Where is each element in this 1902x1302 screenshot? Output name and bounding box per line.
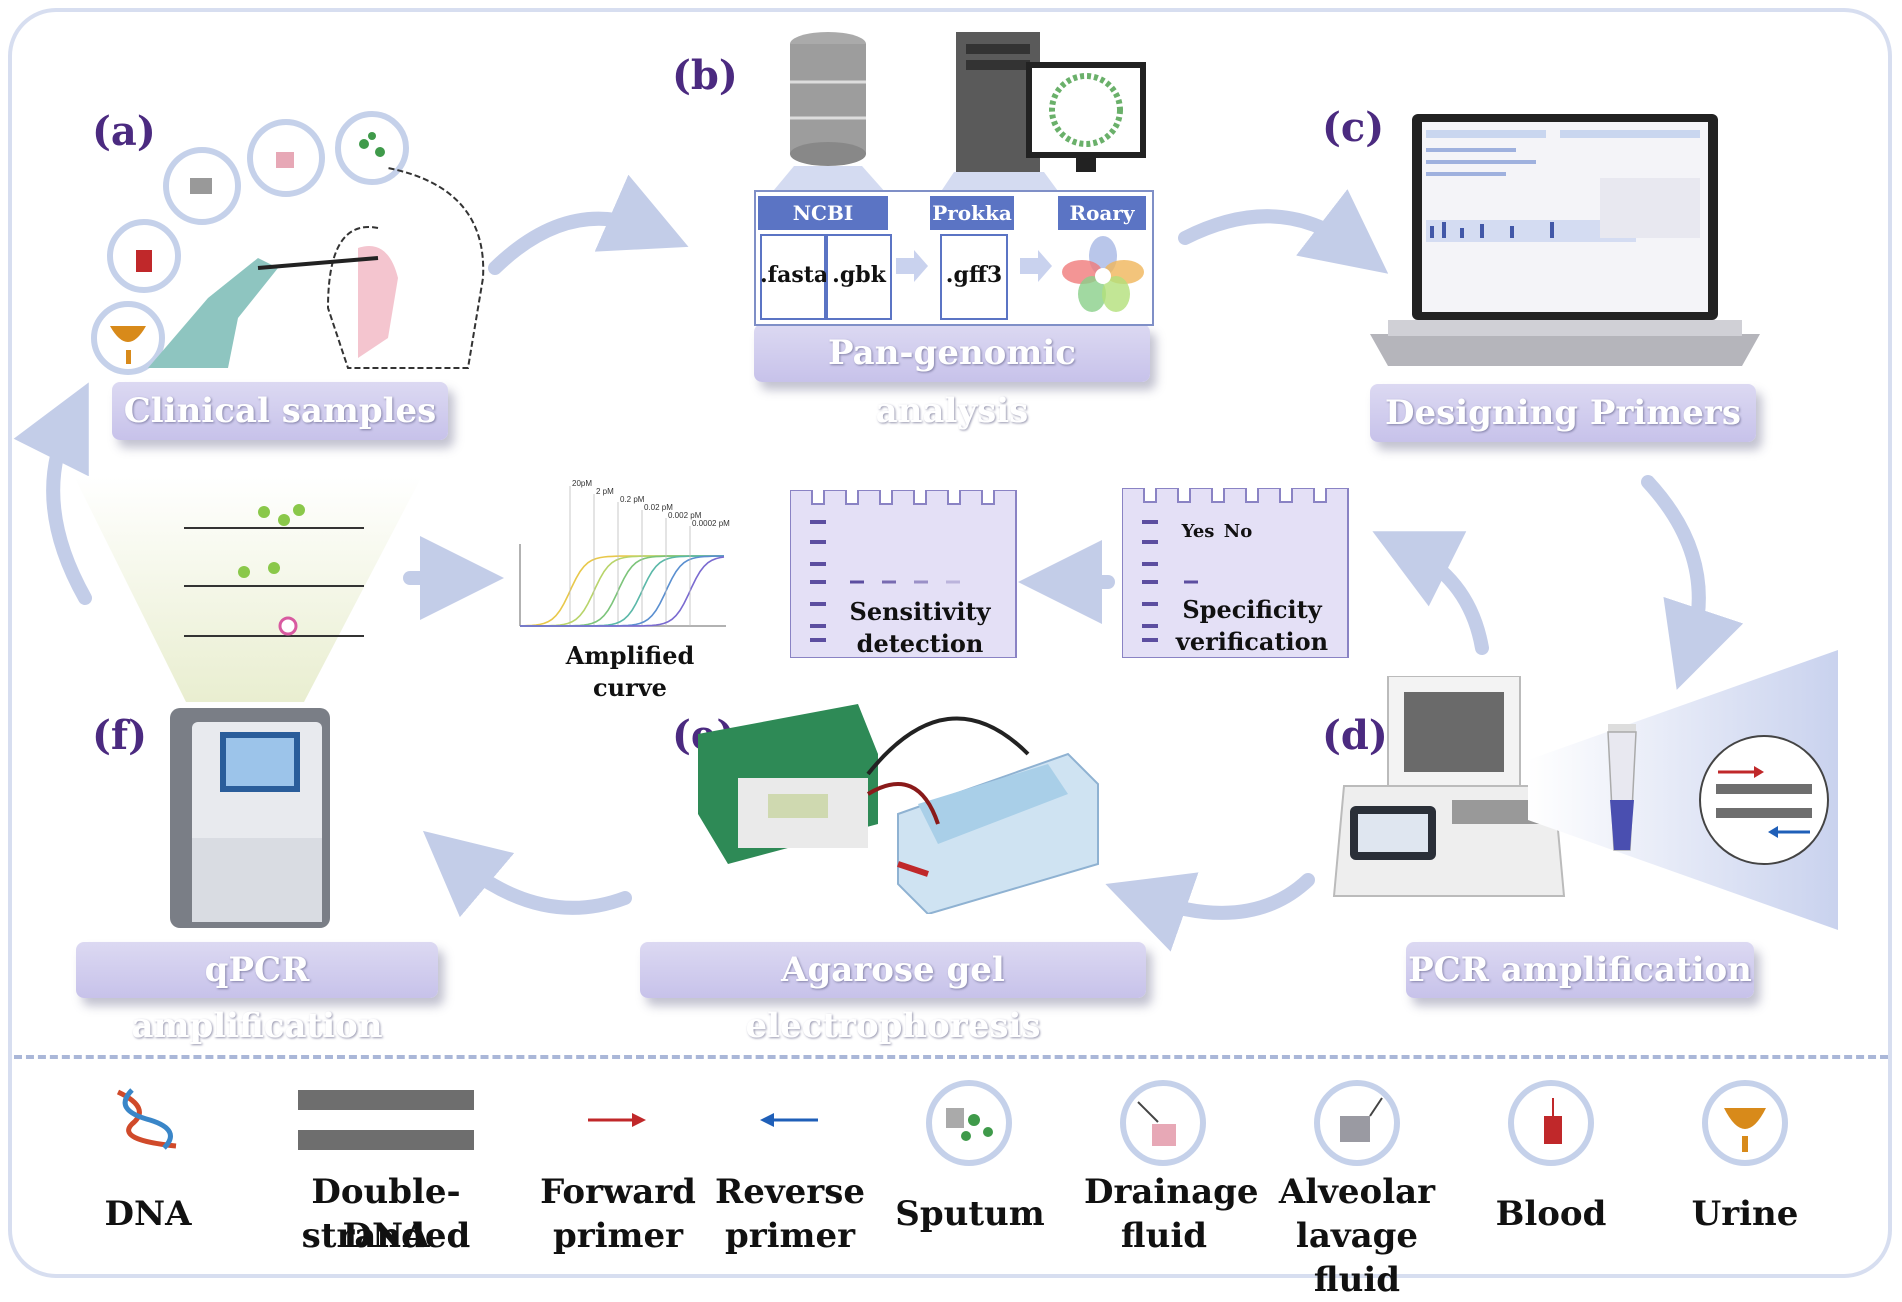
ncbi-label: NCBI: [758, 196, 888, 230]
double-stranded-dna-icon: [298, 1090, 474, 1150]
gff3-label: .gff3: [945, 262, 1003, 288]
pcr-tube-icon: [1607, 724, 1637, 851]
specificity-verification-line2: verification: [1175, 627, 1329, 656]
panel-letter-b: (b): [672, 52, 738, 99]
legend-drainage-line1: Drainage: [1084, 1172, 1259, 1212]
sensitivity-detection-line1: Sensitivity: [849, 597, 991, 626]
sputum-icon: [926, 1080, 1012, 1166]
specificity-gel: [1122, 488, 1349, 658]
amplification-curve-line: [519, 555, 724, 627]
gff3-file-icon: [940, 234, 1008, 320]
arrow-a-to-b: [488, 174, 689, 275]
blood-icon: [1508, 1080, 1594, 1166]
drainage-fluid-icon: [1120, 1080, 1206, 1166]
arrow-right-icon: [896, 250, 928, 282]
legend-divider: [14, 1055, 1888, 1059]
monitor-icon: [1026, 62, 1146, 172]
panel-letter-d: (d): [1322, 712, 1388, 759]
concentration-label: 2 pM: [596, 487, 614, 496]
tube-magnifier-illustration: [1528, 650, 1838, 930]
clinical-samples-label: Clinical samples: [112, 382, 448, 440]
concentration-label: 0.2 pM: [620, 495, 645, 504]
panel-letter-f: (f): [92, 712, 148, 759]
fasta-label: .fasta: [760, 262, 829, 288]
qpcr-schematic-funnel: [74, 476, 422, 702]
arrow-e-to-f: [422, 830, 632, 918]
roary-label: Roary: [1058, 196, 1146, 230]
alveolar-lavage-fluid-icon: [1314, 1080, 1400, 1166]
concentration-label: 20pM: [572, 479, 592, 488]
sensitivity-gel: [790, 490, 1017, 658]
designing-primers-label: Designing Primers: [1370, 384, 1756, 442]
legend-sputum-label: Sputum: [895, 1194, 1045, 1234]
gel-tank-icon: [897, 752, 1099, 914]
amplification-curve-line: [520, 556, 725, 627]
urine-icon: [1702, 1080, 1788, 1166]
figure-frame: [8, 8, 1892, 1278]
qpcr-amplification-label: qPCR amplification: [76, 942, 438, 1046]
concentration-label: 0.0002 pM: [692, 519, 730, 528]
arrow-b-to-c: [1178, 189, 1389, 274]
legend-blood-label: Blood: [1495, 1194, 1607, 1234]
forward-primer-icon: [588, 1113, 646, 1127]
arrow-d-to-specificity: [1372, 531, 1489, 655]
amplification-curve-chart: 20pM 2 pM 0.2 pM0.02 pM0.002 pM0.0002 pM: [519, 479, 730, 627]
fasta-file-icon: [760, 234, 826, 320]
power-supply-icon: [698, 704, 878, 864]
laptop-primer-software: [1370, 114, 1760, 366]
arrow-right-icon: [1020, 250, 1052, 282]
legend-forward-primer-line2: primer: [552, 1216, 684, 1256]
pan-genomic-analysis-label: Pan-genomic analysis: [754, 324, 1150, 431]
pcr-amplification-label: PCR amplification: [1406, 942, 1754, 998]
clinical-samples-illustration: [91, 111, 485, 375]
arrow-d-to-e: [1105, 872, 1315, 952]
legend-urine-label: Urine: [1691, 1194, 1799, 1234]
specificity-yes-label: Yes: [1181, 521, 1215, 542]
legend-double-stranded-line1: Double-stranded: [301, 1172, 471, 1256]
legend-reverse-primer-line1: Reverse: [715, 1172, 865, 1212]
legend-drainage-line2: fluid: [1120, 1216, 1208, 1256]
gbk-file-icon: [826, 234, 892, 320]
electrophoresis-illustration: [698, 704, 1099, 914]
legend-alveolar-line1: Alveolar: [1278, 1172, 1436, 1212]
amplified-curve-caption: Amplified curve: [565, 641, 695, 702]
arrow-c-to-d: [1641, 475, 1744, 690]
venn-diagram-icon: [1062, 236, 1144, 312]
legend-dna-label: DNA: [104, 1194, 192, 1234]
legend-double-stranded-line2: DNA: [342, 1216, 430, 1256]
database-icon: [790, 32, 866, 166]
qpcr-instrument-illustration: [170, 708, 330, 928]
specificity-no-label: No: [1223, 521, 1253, 542]
legend-alveolar-line2: lavage fluid: [1295, 1216, 1419, 1300]
pcr-thermocycler-illustration: [1332, 676, 1566, 897]
sensitivity-detection-line2: detection: [856, 629, 984, 658]
legend-forward-primer-line1: Forward: [540, 1172, 696, 1212]
legend-reverse-primer-line2: primer: [724, 1216, 856, 1256]
dna-icon: [116, 1088, 177, 1150]
prokka-label: Prokka: [930, 196, 1014, 230]
database-and-computer-illustration: [774, 32, 1146, 202]
amplification-curve-line: [520, 555, 724, 627]
sample-bubble-sputum-icon: [335, 111, 409, 185]
arrow-f-to-a: [13, 382, 92, 605]
amplification-curve-line: [520, 555, 724, 627]
agarose-gel-electrophoresis-label: Agarose gel electrophoresis: [640, 942, 1146, 1046]
reverse-primer-icon: [760, 1113, 818, 1127]
concentration-label: 0.02 pM: [644, 503, 673, 512]
amplification-curve-line: [520, 555, 724, 627]
gbk-label: .gbk: [832, 262, 886, 288]
concentration-label: 0.002 pM: [668, 511, 702, 520]
panel-letter-a: (a): [92, 108, 156, 155]
specificity-verification-line1: Specificity: [1182, 595, 1322, 624]
amplification-curve-line: [520, 555, 725, 627]
panel-letter-c: (c): [1322, 104, 1385, 151]
